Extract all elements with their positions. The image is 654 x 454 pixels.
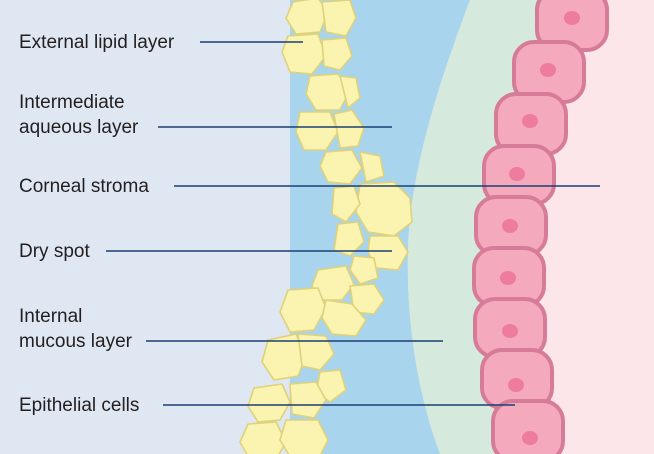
- cell-nucleus: [502, 219, 518, 233]
- label-external-lipid-layer: External lipid layer: [19, 32, 175, 53]
- label-internal: Internal: [19, 306, 82, 327]
- cell-nucleus: [564, 11, 580, 25]
- cell-nucleus: [502, 324, 518, 338]
- label-corneal-stroma: Corneal stroma: [19, 176, 149, 197]
- epithelial-cell: [493, 401, 563, 454]
- cell-nucleus: [509, 167, 525, 181]
- cell-nucleus: [522, 114, 538, 128]
- cell-nucleus: [522, 431, 538, 445]
- label-intermediate: Intermediate: [19, 92, 125, 113]
- label-aqueous-layer: aqueous layer: [19, 117, 139, 138]
- label-epithelial-cells: Epithelial cells: [19, 395, 139, 416]
- cell-nucleus: [540, 63, 556, 77]
- label-dry-spot: Dry spot: [19, 241, 90, 262]
- cell-nucleus: [500, 271, 516, 285]
- label-mucous-layer: mucous layer: [19, 331, 133, 352]
- lipid-globule: [240, 422, 286, 454]
- lipid-globule: [280, 420, 328, 454]
- cell-nucleus: [508, 378, 524, 392]
